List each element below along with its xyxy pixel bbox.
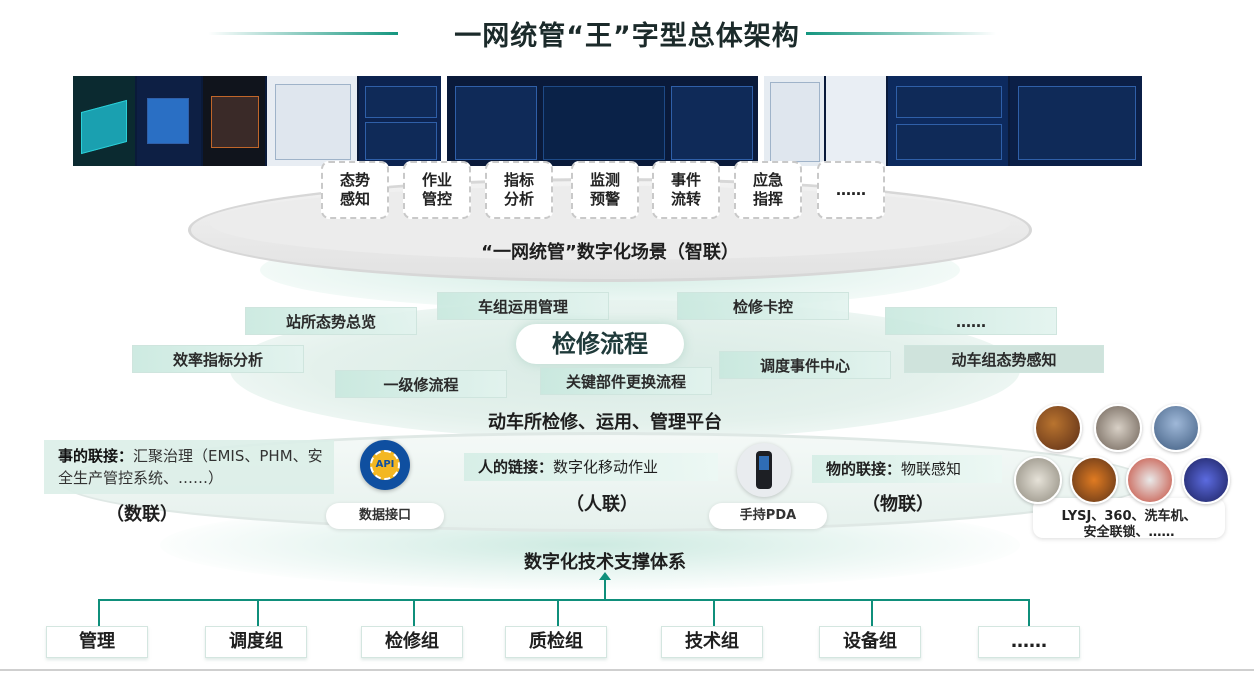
dashboard-thumbnails-center [447, 76, 758, 166]
data-link-tag: （数联） [106, 504, 178, 525]
device-photo-2 [1094, 404, 1142, 452]
tree-horizontal [98, 599, 1030, 601]
thing-link-tag: （物联） [862, 494, 934, 515]
dashboard-thumbnails-left [73, 76, 441, 166]
device-photo-1 [1034, 404, 1082, 452]
device-photo-4 [1014, 456, 1062, 504]
scene-layer-label: “一网统管”数字化场景（智联） [481, 242, 739, 263]
scene-card-indicator-analysis: 指标 分析 [485, 161, 553, 219]
bottom-divider [0, 669, 1254, 671]
thing-link-title: 物的联接： [826, 460, 902, 478]
platform-layer-label: 动车所检修、运用、管理平台 [488, 412, 722, 433]
person-link-title: 人的链接： [478, 458, 554, 476]
scene-card-emergency-command: 应急 指挥 [734, 161, 802, 219]
org-more: …… [978, 626, 1080, 658]
tree-drop-5 [713, 599, 715, 627]
tree-drop-1 [98, 599, 100, 627]
handheld-pda-icon [737, 443, 791, 497]
tree-drop-7 [1028, 599, 1030, 627]
data-link-text: 汇聚治理（EMIS、PHM、安全生产管控系统、……） [58, 447, 323, 487]
tree-arrow-icon [599, 572, 611, 580]
platform-tag-dispatch-center: 调度事件中心 [719, 351, 891, 379]
thing-link-text: 物联感知 [901, 460, 962, 478]
platform-tag-key-parts-process: 关键部件更换流程 [540, 367, 712, 395]
pda-pill: 手持PDA [709, 503, 827, 529]
devices-caption-line2: 安全联锁、…… [1083, 525, 1175, 540]
scene-card-awareness: 态势 感知 [321, 161, 389, 219]
support-system-label: 数字化技术支撑体系 [524, 552, 686, 573]
platform-tag-maintenance-control: 检修卡控 [677, 292, 849, 320]
platform-tag-more: …… [885, 307, 1057, 335]
org-dispatch-group: 调度组 [205, 626, 307, 658]
tree-drop-6 [871, 599, 873, 627]
api-icon: API [360, 440, 410, 490]
scene-card-operation-control: 作业 管控 [403, 161, 471, 219]
device-photo-3 [1152, 404, 1200, 452]
platform-tag-efficiency-analysis: 效率指标分析 [132, 345, 304, 373]
title-line-left [208, 32, 398, 35]
device-photo-5 [1070, 456, 1118, 504]
org-equipment-group: 设备组 [819, 626, 921, 658]
dashboard-thumbnails-right [764, 76, 1142, 166]
platform-center-maintenance-process: 检修流程 [516, 324, 684, 364]
data-interface-pill: 数据接口 [326, 503, 444, 529]
org-maintenance-group: 检修组 [361, 626, 463, 658]
tree-stem [604, 576, 606, 600]
org-management: 管理 [46, 626, 148, 658]
device-photo-7 [1182, 456, 1230, 504]
person-link-text: 数字化移动作业 [553, 458, 659, 476]
platform-tag-level1-process: 一级修流程 [335, 370, 507, 398]
devices-panel [1033, 498, 1225, 538]
scene-card-event-flow: 事件 流转 [652, 161, 720, 219]
tree-drop-4 [557, 599, 559, 627]
thing-link-strip: 物的联接：物联感知 [812, 455, 1002, 483]
title-line-right [806, 32, 996, 35]
platform-tag-station-overview: 站所态势总览 [245, 307, 417, 335]
platform-tag-fleet-awareness: 动车组态势感知 [904, 345, 1104, 373]
page-title: 一网统管“王”字型总体架构 [454, 21, 800, 52]
scene-card-more: …… [817, 161, 885, 219]
platform-tag-train-operation: 车组运用管理 [437, 292, 609, 320]
device-photo-6 [1126, 456, 1174, 504]
data-link-strip: 事的联接：汇聚治理（EMIS、PHM、安全生产管控系统、……） [44, 440, 334, 494]
data-link-title: 事的联接： [58, 447, 134, 465]
devices-caption-line1: LYSJ、360、洗车机、 [1061, 509, 1197, 524]
person-link-tag: （人联） [566, 494, 638, 515]
tree-drop-2 [257, 599, 259, 627]
org-tech-group: 技术组 [661, 626, 763, 658]
org-quality-group: 质检组 [505, 626, 607, 658]
tree-drop-3 [413, 599, 415, 627]
scene-card-monitoring-warning: 监测 预警 [571, 161, 639, 219]
api-badge: API [370, 450, 400, 480]
person-link-strip: 人的链接：数字化移动作业 [464, 453, 718, 481]
